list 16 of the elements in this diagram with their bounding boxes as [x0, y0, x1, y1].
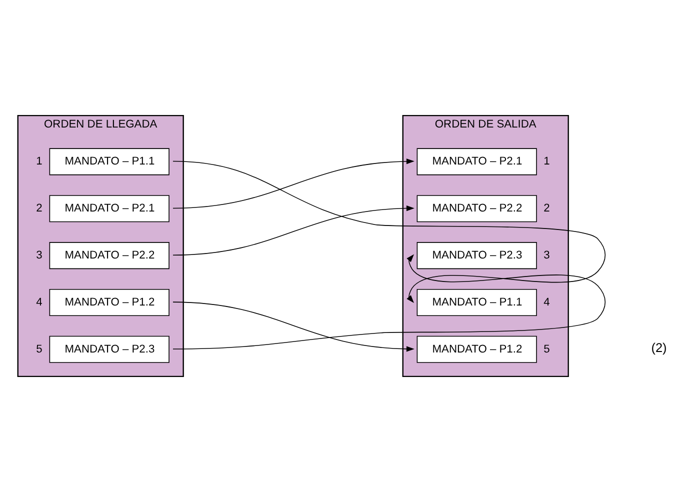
arrow — [172, 254, 606, 349]
node-label: 5 — [36, 342, 42, 355]
node-label: 4 — [544, 296, 550, 308]
node-label: 2 — [36, 202, 42, 214]
node-label: 5 — [544, 342, 550, 355]
node-label: 3 — [544, 248, 550, 261]
node-label: 4 — [36, 296, 42, 308]
arrow — [172, 301, 414, 352]
arrow — [172, 160, 606, 302]
node-label: 1 — [544, 155, 550, 168]
node-label: 1 — [36, 155, 42, 168]
arrow — [172, 204, 414, 256]
label: (2) — [651, 340, 667, 355]
node-label: 2 — [544, 202, 550, 214]
node-label: 3 — [36, 248, 42, 261]
arrow — [172, 158, 414, 208]
